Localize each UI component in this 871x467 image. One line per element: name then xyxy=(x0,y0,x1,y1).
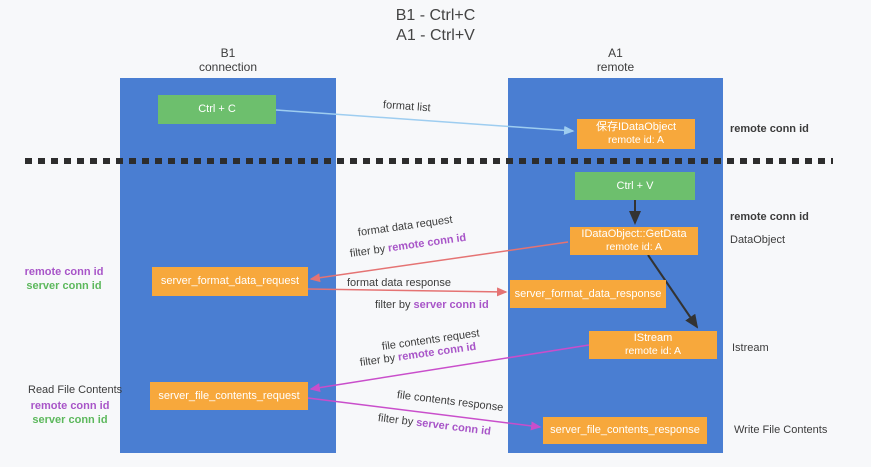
arrow-format-data-response xyxy=(307,287,508,297)
server-format-data-response-label: server_format_data_response xyxy=(514,287,662,300)
side-remote-conn-id-top: remote conn id xyxy=(730,123,809,135)
left-server-conn-id-1: server conn id xyxy=(26,279,102,292)
remote-conn-id-text: remote conn id xyxy=(387,231,468,255)
label-format-list: format list xyxy=(382,99,431,115)
left-server-conn-id-2: server conn id xyxy=(32,413,108,426)
title-line-2: A1 - Ctrl+V xyxy=(396,27,475,44)
box-istream: IStream remote id: A xyxy=(589,331,717,359)
label-file-contents-response: file contents response xyxy=(396,389,504,414)
box-save-idataobject: 保存IDataObject remote id: A xyxy=(577,119,695,149)
filter-by-text: filter by xyxy=(349,243,386,260)
lane-header-a1: A1 remote xyxy=(508,46,723,75)
box-server-file-contents-request: server_file_contents_request xyxy=(150,382,308,410)
side-remote-conn-id-mid: remote conn id xyxy=(730,211,809,223)
lane-b1-title: B1 xyxy=(220,46,236,60)
server-conn-id-text: server conn id xyxy=(415,416,492,438)
save-idataobject-line2: remote id: A xyxy=(607,134,665,147)
server-file-contents-response-label: server_file_contents_response xyxy=(550,424,700,437)
lane-a1-title: A1 xyxy=(608,46,623,60)
lane-a1-subtitle: remote xyxy=(596,60,635,75)
istream-line1: IStream xyxy=(633,332,673,345)
label-format-data-response: format data response xyxy=(347,277,451,289)
side-write-file-contents: Write File Contents xyxy=(734,424,828,436)
box-server-format-data-response: server_format_data_response xyxy=(510,280,666,308)
getdata-line2: remote id: A xyxy=(605,241,663,254)
server-file-contents-request-label: server_file_contents_request xyxy=(158,389,300,402)
left-conn-id-pair-1: remote conn id server conn id xyxy=(22,266,106,294)
left-remote-conn-id-1: remote conn id xyxy=(24,266,104,278)
ctrl-v-label: Ctrl + V xyxy=(616,179,654,192)
title-line-1: B1 - Ctrl+C xyxy=(395,7,476,24)
lane-b1-subtitle: connection xyxy=(198,60,258,75)
filter-by-text: filter by xyxy=(377,412,414,429)
istream-line2: remote id: A xyxy=(624,345,682,358)
save-idataobject-line1: 保存IDataObject xyxy=(595,121,677,134)
server-format-data-request-label: server_format_data_request xyxy=(160,275,300,288)
diagram-title: B1 - Ctrl+C A1 - Ctrl+V xyxy=(0,6,871,46)
left-conn-id-pair-2: remote conn id server conn id xyxy=(28,400,112,428)
box-ctrl-c: Ctrl + C xyxy=(158,95,276,124)
side-istream: Istream xyxy=(732,342,769,354)
dashed-divider xyxy=(25,158,833,164)
left-remote-conn-id-2: remote conn id xyxy=(30,400,110,412)
side-dataobject: DataObject xyxy=(730,234,786,246)
side-read-file-contents: Read File Contents xyxy=(28,384,123,396)
box-server-format-data-request: server_format_data_request xyxy=(152,267,308,296)
lane-header-b1: B1 connection xyxy=(120,46,336,75)
filter-by-text: filter by xyxy=(359,352,396,369)
box-server-file-contents-response: server_file_contents_response xyxy=(543,417,707,444)
server-conn-id-text: server conn id xyxy=(413,299,489,311)
box-ctrl-v: Ctrl + V xyxy=(575,172,695,200)
getdata-line1: IDataObject::GetData xyxy=(581,228,687,241)
filter-by-text: filter by xyxy=(375,299,411,311)
ctrl-c-label: Ctrl + C xyxy=(198,103,236,116)
box-idataobject-getdata: IDataObject::GetData remote id: A xyxy=(570,227,698,255)
